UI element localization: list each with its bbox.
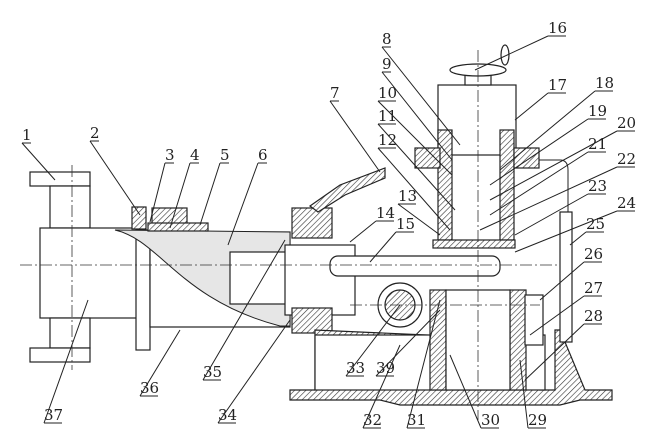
leader-line-14 bbox=[349, 220, 394, 243]
part-label-37: 37 bbox=[44, 406, 63, 424]
part-label-34: 34 bbox=[218, 406, 237, 424]
part-label-14: 14 bbox=[376, 204, 395, 222]
part-label-11: 11 bbox=[378, 107, 397, 125]
leader-line-25 bbox=[569, 231, 604, 246]
part-label-18: 18 bbox=[595, 74, 614, 92]
leader-line-5 bbox=[199, 162, 229, 226]
part-label-3: 3 bbox=[165, 146, 175, 164]
leader-line-18 bbox=[499, 90, 613, 171]
part-label-35: 35 bbox=[203, 363, 222, 381]
part-label-31: 31 bbox=[407, 411, 426, 429]
part-label-26: 26 bbox=[584, 245, 603, 263]
leader-line-34 bbox=[217, 319, 291, 424]
leader-line-29 bbox=[519, 359, 546, 429]
leader-line-6 bbox=[227, 162, 267, 246]
bottom-flange bbox=[29, 347, 91, 363]
leader-line-32 bbox=[362, 344, 401, 429]
part-label-2: 2 bbox=[90, 124, 100, 142]
part-label-36: 36 bbox=[140, 379, 159, 397]
leader-line-37 bbox=[43, 299, 89, 424]
leader-line-8 bbox=[381, 46, 461, 146]
connecting-rod bbox=[329, 255, 501, 277]
leader-line-16 bbox=[474, 35, 566, 71]
leader-line-26 bbox=[539, 261, 602, 301]
part-label-33: 33 bbox=[346, 359, 365, 377]
top-flange bbox=[29, 171, 91, 187]
leader-line-19 bbox=[489, 118, 606, 186]
part-label-4: 4 bbox=[190, 146, 200, 164]
leader-line-9 bbox=[381, 71, 453, 161]
leader-line-31 bbox=[406, 299, 441, 429]
part-label-15: 15 bbox=[396, 215, 415, 233]
part-label-23: 23 bbox=[588, 177, 607, 195]
part-label-7: 7 bbox=[330, 84, 340, 102]
leader-line-13 bbox=[397, 203, 441, 236]
leader-line-20 bbox=[489, 130, 635, 201]
drawing-parts bbox=[20, 44, 613, 420]
part-label-16: 16 bbox=[548, 19, 567, 37]
part-label-10: 10 bbox=[378, 84, 397, 102]
part-label-19: 19 bbox=[588, 102, 607, 120]
part-label-9: 9 bbox=[382, 55, 392, 73]
leader-line-30 bbox=[449, 354, 499, 429]
valve-body bbox=[39, 227, 141, 319]
part-label-32: 32 bbox=[363, 411, 382, 429]
leader-line-3 bbox=[149, 162, 174, 223]
leader-line-12 bbox=[377, 147, 451, 231]
leader-line-24 bbox=[514, 210, 635, 253]
leader-line-27 bbox=[529, 295, 602, 336]
leader-line-36 bbox=[139, 329, 181, 397]
leader-line-11 bbox=[377, 123, 456, 211]
part-label-12: 12 bbox=[378, 131, 397, 149]
part-label-21: 21 bbox=[588, 135, 607, 153]
leader-line-35 bbox=[202, 239, 286, 381]
part-label-8: 8 bbox=[382, 30, 392, 48]
leader-line-1 bbox=[21, 142, 56, 181]
part-label-30: 30 bbox=[481, 411, 500, 429]
leader-line-23 bbox=[514, 193, 606, 236]
part-label-27: 27 bbox=[584, 279, 603, 297]
part-label-1: 1 bbox=[22, 126, 32, 144]
part-label-22: 22 bbox=[617, 150, 636, 168]
leader-line-22 bbox=[479, 166, 635, 231]
part-label-17: 17 bbox=[548, 76, 567, 94]
leader-line-39 bbox=[375, 309, 441, 377]
part-label-5: 5 bbox=[220, 146, 230, 164]
leader-line-28 bbox=[524, 323, 602, 381]
part-label-28: 28 bbox=[584, 307, 603, 325]
leader-line-10 bbox=[377, 100, 453, 176]
part-label-20: 20 bbox=[617, 114, 636, 132]
leader-line-2 bbox=[89, 140, 141, 216]
leader-line-21 bbox=[489, 151, 606, 216]
part-label-6: 6 bbox=[258, 146, 268, 164]
part-label-29: 29 bbox=[528, 411, 547, 429]
part-label-24: 24 bbox=[617, 194, 636, 212]
part-label-39: 39 bbox=[376, 359, 395, 377]
leader-line-4 bbox=[169, 162, 199, 229]
leader-line-33 bbox=[345, 304, 401, 377]
part-label-13: 13 bbox=[398, 187, 417, 205]
leader-line-15 bbox=[369, 231, 414, 263]
part-label-25: 25 bbox=[586, 215, 605, 233]
leader-line-17 bbox=[514, 92, 566, 121]
leader-line-7 bbox=[329, 100, 381, 173]
